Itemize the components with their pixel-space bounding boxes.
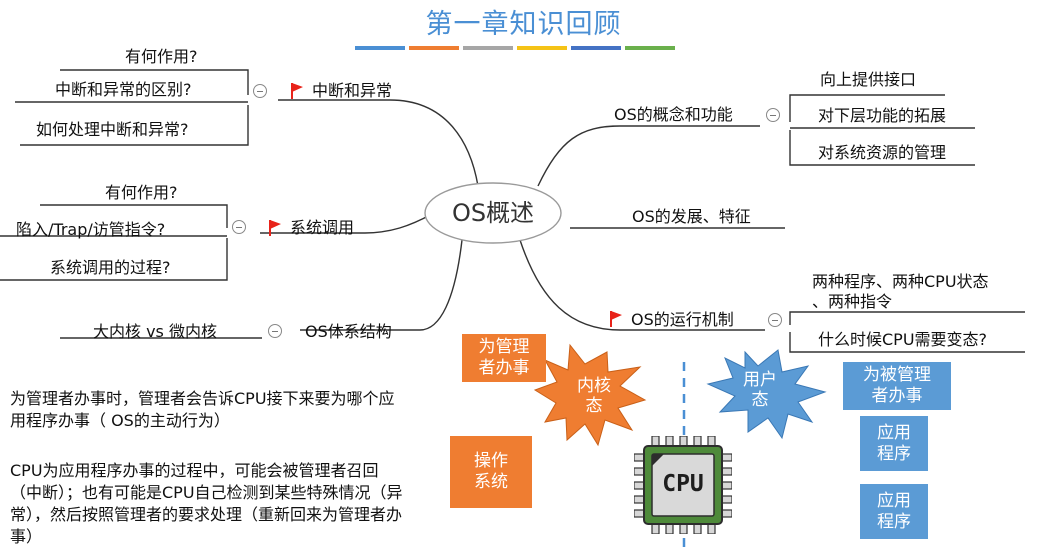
arch-branch-label[interactable]: OS体系结构 (305, 322, 392, 341)
mechanism-child-2: 什么时候CPU需要变态? (818, 330, 988, 349)
mechanism-child-1: 两种程序、两种CPU状态 、两种指令 (812, 272, 989, 311)
concept-branch-label[interactable]: OS的概念和功能 (614, 105, 733, 124)
accent-bar-3 (463, 46, 513, 50)
flag-icon (291, 83, 303, 99)
concept-collapse-toggle[interactable] (766, 108, 780, 122)
interrupt-collapse-toggle[interactable] (253, 84, 267, 98)
edge-syscall-child-1 (40, 204, 228, 228)
mechanism-collapse-toggle[interactable] (768, 313, 782, 327)
syscall-child-3: 系统调用的过程? (50, 258, 171, 277)
concept-child-1: 向上提供接口 (820, 70, 917, 89)
page-title: 第一章知识回顾 (425, 9, 622, 40)
cpu-label: CPU (662, 471, 704, 497)
interrupt-child-1: 有何作用? (125, 47, 198, 66)
os-box: 操作 系统 (450, 436, 532, 508)
for-managed-box: 为被管理 者办事 (843, 362, 951, 410)
edge-mechanism (519, 239, 765, 331)
flag-icon (610, 311, 622, 327)
concept-child-3: 对系统资源的管理 (818, 143, 947, 162)
app-box-1: 应用 程序 (860, 416, 928, 471)
interrupt-child-2: 中断和异常的区别? (55, 80, 192, 99)
arch-collapse-toggle[interactable] (268, 324, 282, 338)
note-interrupt-exception: CPU为应用程序办事的过程中，可能会被管理者召回（中断）；也有可能是CPU自己检… (10, 461, 403, 546)
user-state-burst (706, 349, 827, 440)
edge-interrupt-child-1 (60, 69, 249, 95)
center-oval (424, 182, 562, 244)
edge-interrupt (278, 99, 479, 187)
mechanism-branch-label[interactable]: OS的运行机制 (631, 310, 734, 329)
concept-child-2: 对下层功能的拓展 (818, 106, 947, 125)
accent-bar-2 (409, 46, 459, 50)
edge-mechanism-child-2 (789, 332, 1025, 353)
edge-syscall-child-3 (0, 238, 228, 281)
cpu-chip-icon (634, 436, 732, 534)
note-manager: 为管理者办事时，管理者会告诉CPU接下来要为哪个应用程序办事（ OS的主动行为） (10, 389, 395, 430)
edge-concept-child-3 (789, 130, 975, 166)
center-node-label: OS概述 (451, 199, 535, 227)
edge-concept-child-1 (789, 94, 945, 122)
syscall-child-2: 陷入/Trap/访管指令? (16, 220, 166, 239)
accent-bar-5 (571, 46, 621, 50)
edge-interrupt-child-3 (20, 105, 249, 146)
accent-bar-6 (625, 46, 675, 50)
user-state-label: 用户 态 (743, 370, 777, 410)
develop-branch-label[interactable]: OS的发展、特征 (632, 207, 751, 226)
edge-arch (300, 239, 463, 331)
flag-icon (269, 220, 281, 236)
kernel-state-burst (533, 343, 647, 447)
for-manager-box: 为管理 者办事 (462, 334, 546, 382)
syscall-collapse-toggle[interactable] (232, 220, 246, 234)
edge-syscall (260, 213, 433, 234)
app-box-2: 应用 程序 (860, 484, 928, 539)
interrupt-child-3: 如何处理中断和异常? (36, 120, 189, 139)
kernel-state-label: 内核 态 (577, 376, 611, 416)
arch-child-1: 大内核 vs 微内核 (93, 322, 217, 341)
accent-bar-1 (355, 46, 405, 50)
edge-mechanism-child-1 (789, 311, 1025, 325)
accent-bar-4 (517, 46, 567, 50)
syscall-branch-label[interactable]: 系统调用 (290, 218, 355, 237)
edge-concept (537, 125, 760, 187)
syscall-child-1: 有何作用? (105, 183, 178, 202)
interrupt-branch-label[interactable]: 中断和异常 (312, 81, 393, 100)
